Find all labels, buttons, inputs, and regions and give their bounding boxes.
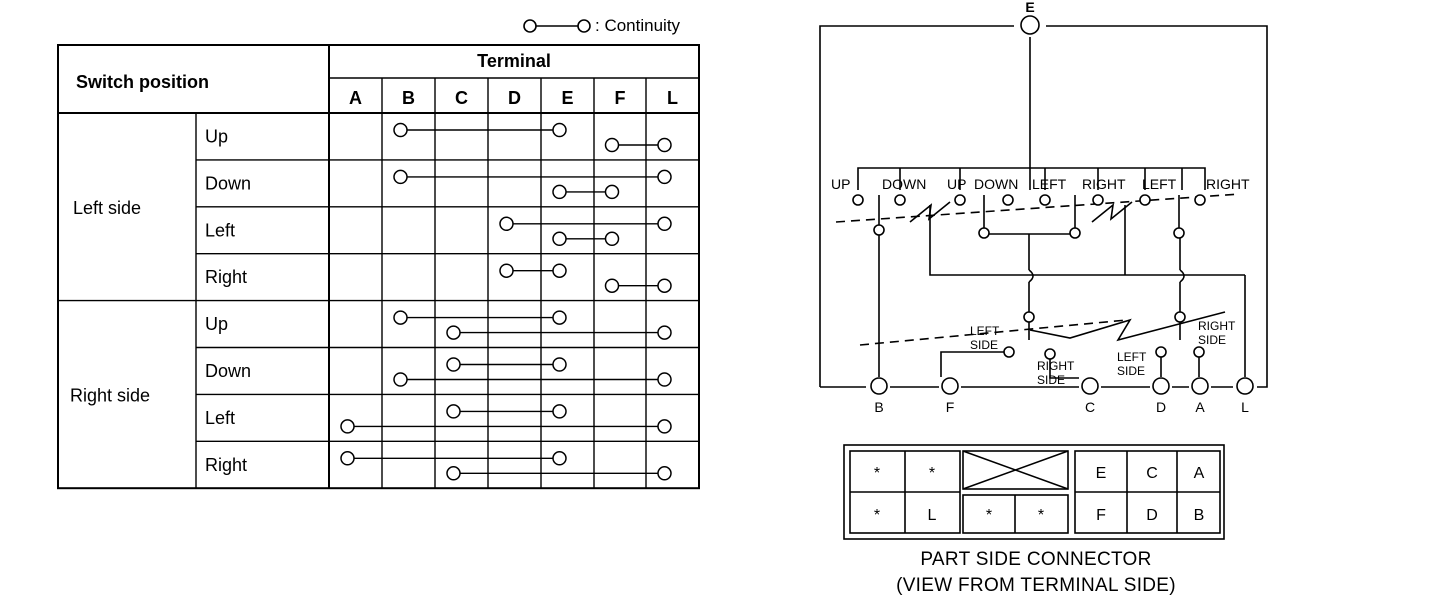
terminal-circle-b	[393, 122, 408, 138]
terminal-circle-f	[604, 184, 620, 200]
switch-label-right-2: RIGHT	[1206, 176, 1250, 192]
position-label-down: Down	[205, 173, 251, 193]
terminal-circle-e	[552, 404, 567, 419]
part-side-connector: * * E C A * L * * F D B	[843, 444, 1225, 540]
switch-label-right-1: RIGHT	[1082, 176, 1126, 192]
terminal-circle-f	[604, 278, 620, 293]
switch-label-down-1: DOWN	[882, 176, 926, 192]
connector-cell-bottom-1: *	[874, 507, 880, 524]
connector-cell-l: L	[928, 507, 937, 524]
terminal-circle-e	[552, 122, 567, 138]
position-label-left: Left	[205, 220, 235, 240]
terminal-circle-d	[499, 263, 514, 278]
terminal-d-label: D	[1156, 399, 1166, 415]
column-header-a: A	[349, 88, 362, 108]
terminal-circle-f	[604, 231, 620, 247]
selector-left-label-1: LEFT	[970, 324, 1000, 338]
terminal-circle-c	[446, 325, 461, 340]
column-header-b: B	[402, 88, 415, 108]
terminal-circle-e	[552, 184, 567, 200]
terminal-circle-e	[552, 310, 567, 325]
connector-caption-subtitle: (VIEW FROM TERMINAL SIDE)	[896, 575, 1176, 596]
terminal-circle-d	[499, 216, 514, 232]
table-border	[57, 44, 700, 490]
terminal-circle-e	[552, 357, 567, 372]
terminal-circle-f	[604, 137, 620, 153]
connector-cell-d: D	[1146, 507, 1158, 524]
terminal-circle-a	[340, 419, 355, 434]
terminal-circle-a	[340, 451, 355, 466]
group-label-right-side: Right side	[70, 385, 150, 405]
switch-schematic: E UP DOWN UP DOWN LEFT RIGHT LEFT RIGHT …	[819, 0, 1268, 415]
terminal-e-label: E	[1025, 0, 1034, 15]
terminal-circle-c	[446, 466, 461, 481]
column-header-c: C	[455, 88, 468, 108]
connector-cell-c: C	[1146, 465, 1158, 482]
continuity-symbol-icon	[523, 19, 591, 33]
continuity-legend: : Continuity	[521, 12, 680, 40]
terminal-circle-l	[657, 216, 672, 232]
terminal-circle-l	[657, 278, 672, 293]
terminal-c-label: C	[1085, 399, 1095, 415]
connector-cell-a: A	[1194, 465, 1205, 482]
position-label-left: Left	[205, 408, 235, 428]
terminal-circle-l	[657, 169, 672, 185]
terminal-circle-e	[552, 451, 567, 466]
selector-right-side-label-1: RIGHT	[1037, 359, 1075, 373]
selector-right-label-1: RIGHT	[1198, 319, 1236, 333]
position-label-up: Up	[205, 314, 228, 334]
terminal-f-label: F	[946, 399, 955, 415]
terminal-circle-c	[446, 357, 461, 372]
terminal-circle-b	[393, 372, 408, 387]
connector-cell-e: E	[1096, 465, 1107, 482]
legend-label: : Continuity	[595, 16, 681, 35]
group-label-left-side: Left side	[73, 198, 141, 218]
connector-cell-b: B	[1194, 507, 1205, 524]
terminal-circle-l	[657, 137, 672, 153]
selector-left-side-label-1: LEFT	[1117, 350, 1147, 364]
connector-cell-bottom-3: *	[986, 507, 992, 524]
terminal-circle-l	[657, 372, 672, 387]
column-header-d: D	[508, 88, 521, 108]
switch-label-up-2: UP	[947, 176, 966, 192]
terminal-circle-e	[552, 231, 567, 247]
selector-right-side-label-2: SIDE	[1037, 373, 1065, 387]
terminal-a-label: A	[1195, 399, 1205, 415]
terminal-circle-c	[446, 404, 461, 419]
switch-label-left-1: LEFT	[1032, 176, 1067, 192]
connector-cell-top-1: *	[874, 465, 880, 482]
column-header-e: E	[561, 88, 573, 108]
terminal-circle-l	[657, 325, 672, 340]
connector-cell-bottom-4: *	[1038, 507, 1044, 524]
terminal-circle-b	[393, 310, 408, 325]
terminal-circle-l	[657, 419, 672, 434]
connector-cell-f: F	[1096, 507, 1106, 524]
column-header-l: L	[667, 88, 678, 108]
position-label-right: Right	[205, 455, 247, 475]
connector-cell-top-2: *	[929, 465, 935, 482]
column-header-f: F	[615, 88, 626, 108]
position-label-up: Up	[205, 126, 228, 146]
terminal-circle-l	[657, 466, 672, 481]
position-label-right: Right	[205, 267, 247, 287]
switch-label-up-1: UP	[831, 176, 850, 192]
switch-label-left-2: LEFT	[1142, 176, 1177, 192]
selector-right-label-2: SIDE	[1198, 333, 1226, 347]
selector-left-label-2: SIDE	[970, 338, 998, 352]
selector-left-side-label-2: SIDE	[1117, 364, 1145, 378]
terminal-l-label: L	[1241, 399, 1249, 415]
connector-caption-title: PART SIDE CONNECTOR	[920, 549, 1152, 570]
terminal-circle-e	[552, 263, 567, 278]
header-switch-position: Switch position	[76, 72, 209, 92]
terminal-b-label: B	[874, 399, 883, 415]
switch-label-down-2: DOWN	[974, 176, 1018, 192]
terminal-circle-b	[393, 169, 408, 185]
position-label-down: Down	[205, 361, 251, 381]
header-terminal: Terminal	[477, 51, 551, 71]
